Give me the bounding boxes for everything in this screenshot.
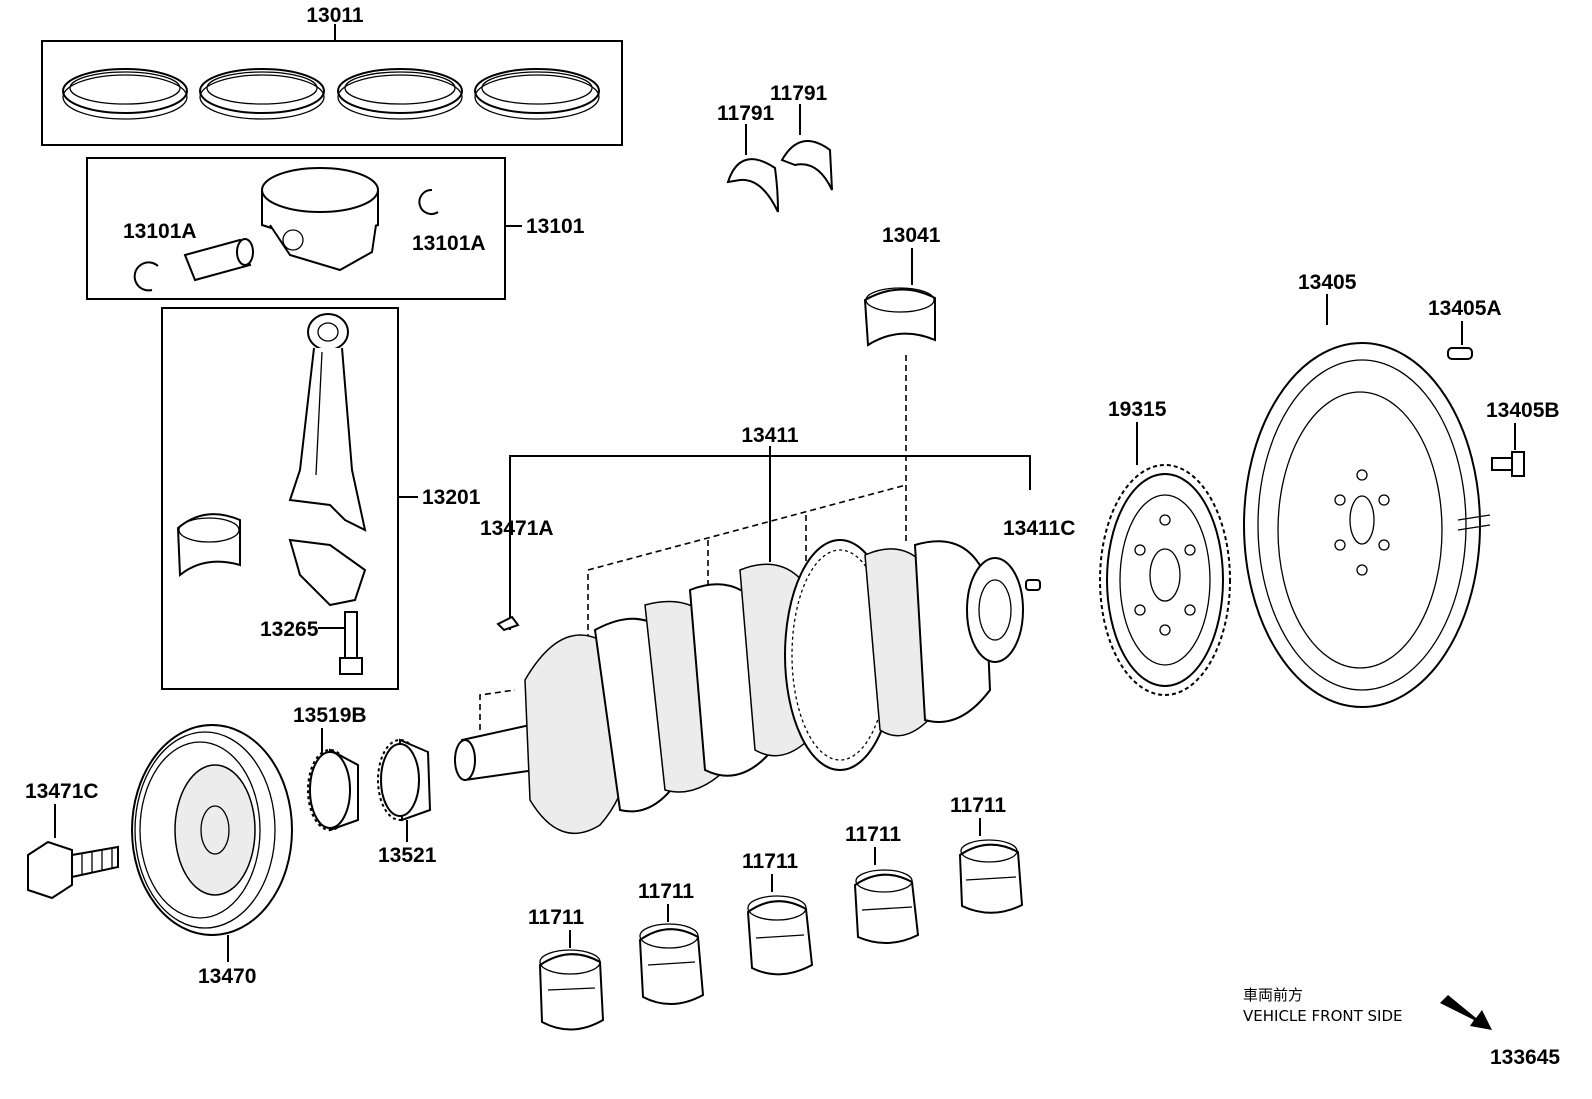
label-11711-1[interactable]: 11711 [528,906,584,929]
arrow-down-right-icon [1440,995,1492,1030]
main-bearing-icon [853,869,920,945]
label-11791-a[interactable]: 11791 [717,102,775,125]
label-13201[interactable]: 13201 [422,486,481,509]
piston-pin-icon [183,238,254,282]
label-13041[interactable]: 13041 [882,224,941,247]
label-11791-b[interactable]: 11791 [770,82,828,105]
conrod-bearing-icon [176,513,241,578]
main-bearing-icon [746,895,814,976]
bearing-shell-icon [863,288,936,347]
label-11711-4[interactable]: 11711 [845,823,901,846]
piston-ring-icon [474,68,600,120]
piston-icon [261,167,379,272]
crankshaft-key-icon [496,615,520,632]
crankshaft-pin-icon [1025,579,1041,591]
rotor-19315-group: 19315 [1099,398,1231,696]
pulley-bolt-icon [27,840,119,900]
piston-pin-clip-icon [133,261,159,292]
piston-ring-icon [62,68,188,120]
label-13265[interactable]: 13265 [260,618,319,641]
label-13470[interactable]: 13470 [198,965,256,988]
conrod-bolt-icon [339,611,363,675]
piston-group: 13101 13101A 13101A [86,157,585,300]
label-13411[interactable]: 13411 [741,424,799,447]
gears-group: 13519B 13521 [293,704,437,867]
label-13519b[interactable]: 13519B [293,704,367,727]
piston-pin-clip-icon [418,188,439,215]
crank-position-rotor-icon [1099,464,1231,696]
label-11711-3[interactable]: 11711 [742,850,798,873]
label-11711-2[interactable]: 11711 [638,880,694,903]
thrust-washer-group: 11791 11791 [717,82,833,213]
crankshaft-pulley-icon [131,724,293,936]
piston-ring-icon [337,68,463,120]
label-13521[interactable]: 13521 [378,844,437,867]
crankshaft-group: 13411 13471A 13411C [454,424,1075,834]
piston-ring-set-group: 13011 [41,4,623,146]
gear-icon [307,748,359,832]
label-11711-5[interactable]: 11711 [950,794,1006,817]
label-13101[interactable]: 13101 [526,215,585,238]
vehicle-front-jp: 車両前方 [1243,986,1303,1004]
drive-plate-group: 13405 13405A 13405B [1243,271,1560,708]
label-13405b[interactable]: 13405B [1486,399,1560,422]
label-13011[interactable]: 13011 [306,4,364,27]
drive-plate-icon [1243,342,1491,708]
connecting-rod-group: 13201 13265 [161,307,481,690]
thrust-washer-icon [780,140,833,191]
label-13101a-right[interactable]: 13101A [412,232,486,255]
label-13405a[interactable]: 13405A [1428,297,1502,320]
pulley-group: 13470 [131,724,293,988]
label-13471a[interactable]: 13471A [480,517,554,540]
drive-plate-pin-icon [1447,347,1473,360]
label-13411c[interactable]: 13411C [1003,517,1075,540]
gear-icon [377,738,432,822]
label-13405[interactable]: 13405 [1298,271,1357,294]
pulley-bolt-group: 13471C [25,780,119,900]
label-13471c[interactable]: 13471C [25,780,99,803]
piston-ring-icon [199,68,325,120]
orientation-note: 車両前方 VEHICLE FRONT SIDE [1243,986,1492,1030]
label-19315[interactable]: 19315 [1108,398,1167,421]
main-bearing-icon [538,949,605,1031]
drive-plate-bolt-icon [1491,451,1525,477]
label-13101a-left[interactable]: 13101A [123,220,197,243]
main-bearings-group: 11711 11711 11711 11711 11711 [528,794,1024,1031]
diagram-id: 133645 [1490,1046,1560,1069]
thrust-washer-icon [726,158,779,213]
main-bearing-icon [638,923,705,1006]
main-bearing-icon [958,839,1024,914]
connecting-rod-icon [288,313,367,607]
bearing-13041-group: 13041 [863,224,941,545]
vehicle-front-en: VEHICLE FRONT SIDE [1243,1007,1403,1025]
crankshaft-icon [454,539,1024,834]
